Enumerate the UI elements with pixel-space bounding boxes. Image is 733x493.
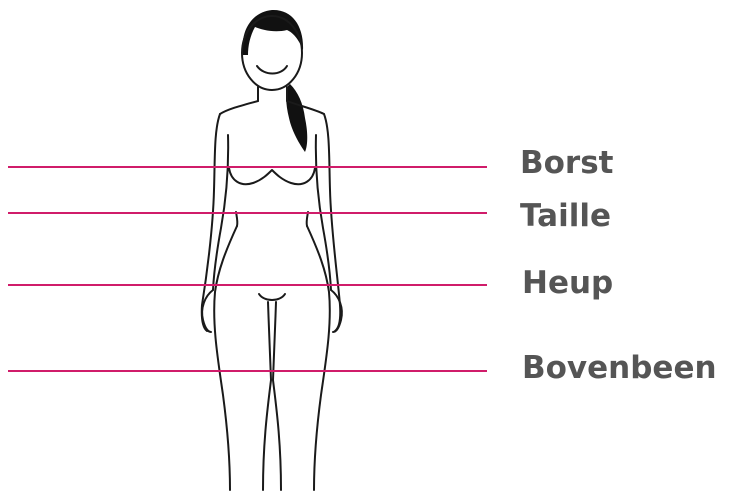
female-figure-illustration: [202, 10, 342, 490]
torso-left: [214, 226, 237, 490]
waist-right: [307, 212, 308, 226]
leg-right-inner: [273, 302, 281, 490]
waist-left: [236, 212, 237, 226]
bust-label: Borst: [520, 148, 613, 179]
bust: [229, 168, 315, 184]
shoulder-left: [220, 101, 258, 114]
waist-label: Taille: [520, 201, 611, 232]
leg-left-inner: [263, 302, 271, 490]
smile: [257, 66, 287, 74]
crotch-curve: [259, 294, 285, 300]
hip-label: Heup: [522, 268, 613, 299]
torso-right: [307, 226, 330, 490]
thigh-label: Bovenbeen: [522, 353, 717, 384]
arm-left-outer: [202, 114, 220, 331]
ponytail: [286, 84, 307, 152]
